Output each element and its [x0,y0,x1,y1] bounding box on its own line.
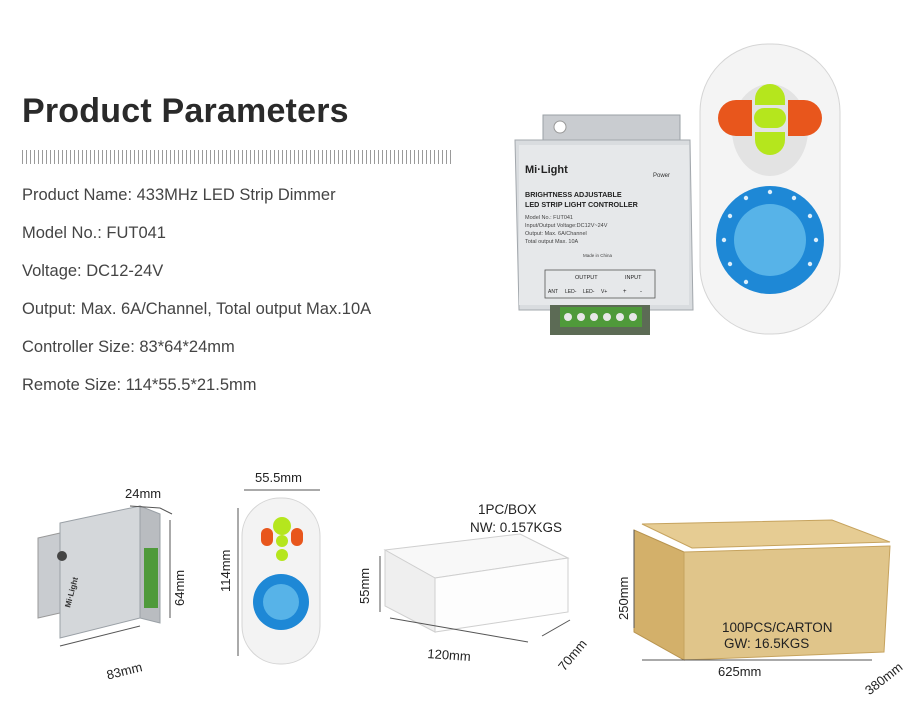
param-voltage: Voltage: DC12-24V [22,262,164,280]
controller-dimension-image: Mi·Light [37,505,173,647]
carton-pack-label: 100PCS/CARTON [722,620,833,635]
controller-total: Total output Max. 10A [525,239,579,245]
box-height-label: 55mm [357,567,372,604]
remote-width-label: 55.5mm [255,470,302,485]
controller-voltage: Input/Output Voltage:DC12V~24V [525,223,608,229]
remote-dimension-image [237,489,321,665]
terminal-label: + [623,289,627,295]
controller-made: Made in China [583,253,613,258]
carton-weight-label: GW: 16.5KGS [724,636,810,651]
terminal-label: - [640,289,642,295]
divider-ticks [22,150,454,164]
controller-line2: LED STRIP LIGHT CONTROLLER [525,200,639,209]
remote-image [699,43,841,335]
controller-output: Output: Max. 6A/Channel [525,231,587,237]
param-product-name: Product Name: 433MHz LED Strip Dimmer [22,186,336,204]
controller-input-header: INPUT [625,275,642,281]
param-controller-size: Controller Size: 83*64*24mm [22,338,235,356]
box-pack-label: 1PC/BOX [478,502,537,517]
box-image [379,533,571,643]
controller-height-label: 64mm [172,569,187,606]
controller-image: Mi·Light Power BRIGHTNESS ADJUSTABLE LED… [514,114,694,335]
controller-depth-label: 24mm [125,486,162,501]
controller-power-label: Power [653,173,670,179]
param-model: Model No.: FUT041 [22,224,166,242]
terminal-label: LED- [565,289,577,295]
box-length-label: 120mm [426,646,472,664]
param-output: Output: Max. 6A/Channel, Total output Ma… [22,300,372,318]
param-remote-size: Remote Size: 114*55.5*21.5mm [22,376,257,394]
terminal-label: ANT [548,289,558,295]
carton-image [633,519,891,661]
remote-height-label: 114mm [218,549,233,592]
box-weight-label: NW: 0.157KGS [470,520,563,535]
page-title: Product Parameters [22,92,349,130]
controller-line1: BRIGHTNESS ADJUSTABLE [525,190,622,199]
controller-output-header: OUTPUT [575,275,598,281]
terminal-label: LED- [583,289,595,295]
controller-model: Model No.: FUT041 [525,215,573,221]
carton-length-label: 625mm [718,664,762,679]
terminal-label: V+ [601,289,607,295]
carton-height-label: 250mm [616,576,631,620]
controller-brand: Mi·Light [525,164,568,176]
